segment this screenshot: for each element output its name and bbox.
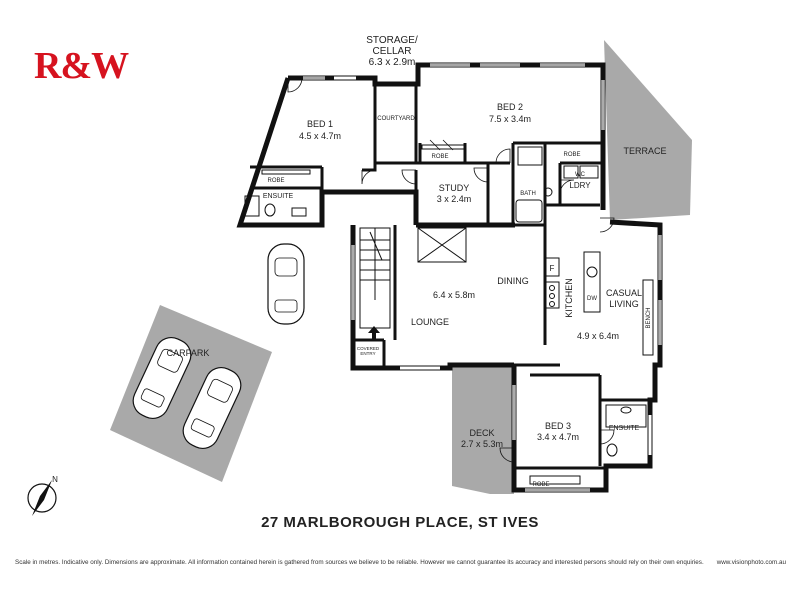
wc-label: WC [575,172,586,178]
terrace-area [604,40,692,220]
entry-arrow-icon [368,326,380,339]
property-address: 27 MARLBOROUGH PLACE, ST IVES [261,514,539,531]
logo-text: R&W [34,45,129,84]
bed1-size: 4.5 x 4.7m [299,131,341,141]
washing-machine [563,165,579,179]
robe-label-bed2b: ROBE [563,152,580,158]
ensuite-toilet-bed3 [606,443,618,457]
courtyard-label: COURTYARD [377,116,415,122]
ensuite-label-bed3: ENSUITE [609,425,640,432]
deck-label: DECK [469,428,494,438]
covered-entry-label-2: ENTRY [360,351,375,356]
shower [517,146,543,166]
lounge-label: LOUNGE [411,317,449,327]
bath-label: BATH [520,191,536,197]
carpark-area [110,305,272,482]
room-labels: STORAGE/ CELLAR 6.3 x 2.9m BED 1 4.5 x 4… [167,35,667,449]
ensuite-vanity-bed1 [291,207,307,217]
website-link[interactable]: www.visionphoto.com.au [716,559,786,566]
dishwasher-label: DW [587,296,597,302]
fridge-label: F [550,264,555,273]
covered-entry-label: COVERED [357,346,380,351]
staircase [359,227,391,329]
kitchen-label: KITCHEN [564,278,574,318]
bed2-label: BED 2 [497,102,523,112]
bed2-size: 7.5 x 3.4m [489,114,531,124]
north-compass-icon: N [27,475,58,516]
terrace-label: TERRACE [623,146,666,156]
bench-label: BENCH [646,307,652,328]
storage-label-2: CELLAR [373,46,412,57]
robe-rail-bed1 [261,169,311,175]
deck-size: 2.7 x 5.3m [461,439,503,449]
ensuite-shower-bed3 [605,404,647,428]
robe-rail-bed3 [529,475,581,485]
bed1-label: BED 1 [307,119,333,129]
casual-living-label-2: LIVING [609,299,639,309]
robe-label-bed3: ROBE [532,482,549,488]
study-label: STUDY [439,183,470,193]
doors [287,77,615,463]
ensuite-label-bed1: ENSUITE [263,193,294,200]
casual-living-label: CASUAL [606,288,642,298]
bathtub [515,199,543,223]
robe-rail-bed2 [421,144,465,150]
carpark-label: CARPARK [167,348,210,358]
interior-walls [250,84,650,470]
bench-seat [642,279,654,356]
deck-area [452,366,514,494]
car-icon [182,366,242,450]
laundry-tub [579,165,599,179]
void-opening [417,227,467,263]
laundry-label: LDRY [569,181,591,190]
kitchen-island [583,251,601,313]
ensuite-shower-bed1 [244,195,260,217]
casual-living-size: 4.9 x 6.4m [577,331,619,341]
robe-label-bed1: ROBE [267,178,284,184]
toilet-bath [543,187,553,197]
fixtures [244,144,654,485]
lounge-size: 6.4 x 5.8m [433,290,475,300]
cooktop [544,281,560,309]
svg-text:N: N [52,475,58,484]
brand-logo: R&W [34,45,130,84]
bed3-size: 3.4 x 4.7m [537,432,579,442]
storage-label: STORAGE/ [366,35,418,46]
fridge-space [544,257,560,277]
fixture-labels: COURTYARD ROBE ROBE ROBE ROBE ENSUITE EN… [263,116,652,488]
dining-label: DINING [497,276,529,286]
robe-label-bed2a: ROBE [431,154,448,160]
windows [303,63,662,492]
car-icon [267,243,305,325]
disclaimer-text: Scale in metres. Indicative only. Dimens… [15,559,704,566]
bed3-label: BED 3 [545,421,571,431]
car-icon [132,336,192,420]
study-size: 3 x 2.4m [437,194,472,204]
ensuite-toilet-bed1 [264,203,276,217]
storage-size: 6.3 x 2.9m [369,57,416,68]
kitchen-sink [586,266,598,278]
